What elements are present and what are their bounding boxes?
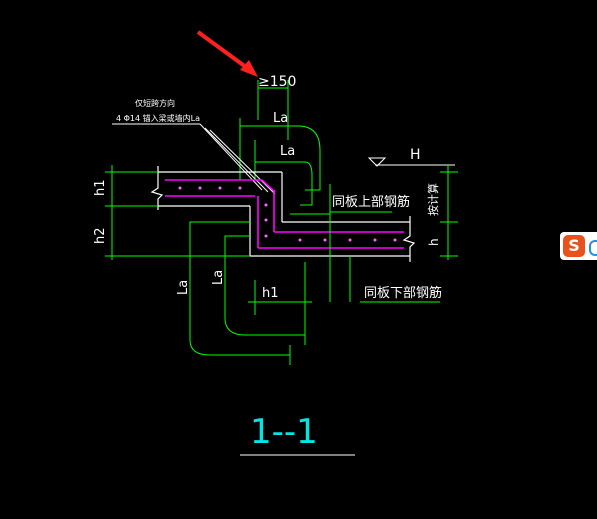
h1-bottom-label: h1 [262, 286, 279, 301]
level-label: H [410, 147, 421, 163]
la-vert-1-label: La [176, 280, 191, 295]
top-rebar-note: 同板上部钢筋 [332, 194, 410, 210]
ime-expand-icon [589, 240, 597, 256]
right-dimensions [440, 165, 458, 260]
sogou-logo-icon: S [563, 235, 585, 257]
h2-left-label: h2 [93, 227, 108, 244]
la-top-2-label: La [280, 144, 295, 159]
red-arrow-icon [196, 30, 258, 77]
concrete-outline [150, 166, 416, 262]
la-top-1-label: La [273, 111, 288, 126]
rebar [165, 179, 404, 249]
bottom-rebar-note: 同板下部钢筋 [364, 285, 442, 301]
top-la-dimensions [239, 118, 321, 206]
h1-left-label: h1 [93, 179, 108, 196]
anchor-note-leader [112, 123, 276, 195]
spacing-label: ≥150 [258, 74, 296, 90]
level-marker [367, 157, 455, 167]
section-title: 1--1 [250, 412, 318, 452]
rebar-dots [178, 186, 397, 242]
rebar-note-leaders [290, 184, 440, 303]
anchor-note-line1: 仅短跨方向 [135, 98, 175, 108]
right-dim-label: 按计算 [426, 183, 440, 216]
bottom-la-dimensions [189, 221, 312, 365]
anchor-note-line2: 4 Φ14 锚入梁或墙内La [116, 113, 200, 123]
left-dimensions [105, 165, 250, 260]
la-vert-2-label: La [211, 270, 226, 285]
ime-toolbar-badge[interactable]: S [560, 232, 597, 260]
h-label: h [427, 238, 441, 246]
spacing-dimension [257, 80, 289, 140]
